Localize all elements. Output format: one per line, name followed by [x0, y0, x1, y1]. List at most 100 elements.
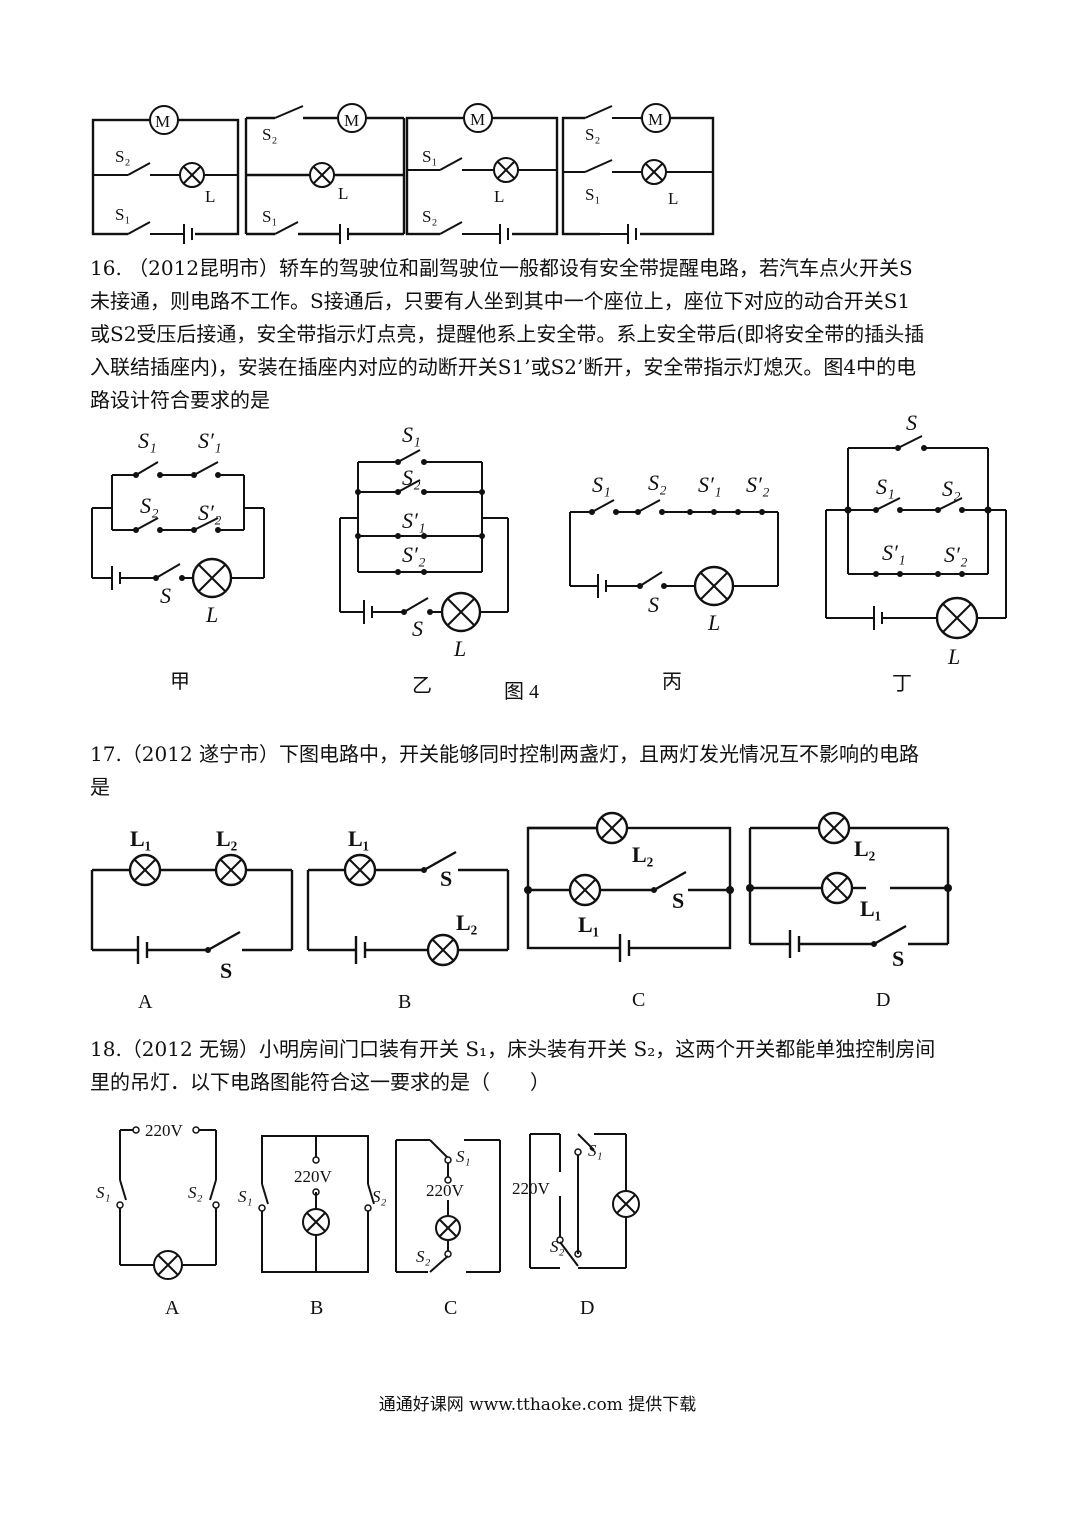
motor-icon	[337, 103, 367, 133]
page-footer: 通通好课网 www.tthaoke.com 提供下载	[378, 1395, 697, 1415]
q17-caption-d: D	[876, 989, 890, 1011]
svg-text:S₁: S₁	[238, 1187, 252, 1206]
q17-caption-c: C	[632, 989, 645, 1011]
svg-text:S₁: S₁	[402, 422, 421, 447]
caption-yi: 乙	[412, 675, 432, 697]
question-16-text: 16. （2012昆明市）轿车的驾驶位和副驾驶位一般都设有安全带提醒电路，若汽车…	[90, 252, 990, 417]
svg-text:L₁: L₁	[860, 896, 881, 921]
svg-text:S: S	[220, 958, 232, 983]
svg-text:S: S	[648, 592, 659, 617]
caption-bing: 丙	[662, 671, 682, 693]
caption-jia: 甲	[170, 671, 190, 693]
svg-text:M: M	[470, 110, 485, 129]
svg-text:M: M	[648, 110, 663, 129]
top-circuit-2: M S₂ L S₁	[244, 103, 406, 244]
q17-line: 是	[90, 775, 110, 799]
q18-caption-b: B	[310, 1297, 323, 1319]
svg-text:S₁: S₁	[138, 428, 157, 453]
svg-text:S₁: S₁	[96, 1183, 110, 1202]
svg-text:S: S	[412, 616, 423, 641]
q17-circuit-b: L₁ S L₂	[306, 826, 510, 967]
svg-text:S₁: S₁	[588, 1141, 602, 1160]
svg-text:S₁: S₁	[585, 185, 600, 204]
svg-text:S₂: S₂	[585, 125, 600, 144]
svg-text:M: M	[344, 111, 359, 130]
q18-circuit-d: 220V S₁ S₂	[512, 1133, 640, 1269]
svg-text:S′₂: S′₂	[198, 500, 222, 525]
motor-label: M	[155, 112, 170, 131]
svg-text:S₂: S₂	[550, 1237, 565, 1256]
svg-text:S₁: S₁	[422, 147, 437, 166]
svg-text:S₁: S₁	[876, 474, 895, 499]
svg-text:L₂: L₂	[854, 836, 876, 861]
svg-text:S: S	[160, 583, 171, 608]
svg-text:L₁: L₁	[130, 826, 151, 851]
q16-line: 未接通，则电路不工作。S接通后，只要有人坐到其中一个座位上，座位下对应的动合开关…	[90, 289, 911, 313]
q18-circuit-b: 220V S₁ S₂	[238, 1135, 387, 1273]
svg-text:L₁: L₁	[348, 826, 369, 851]
svg-text:S₁: S₁	[592, 472, 611, 497]
svg-text:S: S	[892, 946, 904, 971]
svg-text:220V: 220V	[145, 1121, 184, 1140]
svg-text:L₁: L₁	[578, 912, 599, 937]
question-18-text: 18.（2012 无锡）小明房间门口装有开关 S₁，床头装有开关 S₂，这两个开…	[90, 1033, 990, 1099]
svg-text:S₂: S₂	[942, 476, 961, 501]
svg-text:L: L	[707, 610, 720, 635]
svg-text:S: S	[906, 410, 917, 435]
q18-caption-c: C	[444, 1297, 457, 1319]
svg-text:S′₁: S′₁	[882, 540, 905, 565]
svg-text:220V: 220V	[294, 1167, 333, 1186]
svg-text:L: L	[453, 636, 466, 661]
svg-text:S: S	[672, 888, 684, 913]
svg-text:S₂: S₂	[648, 470, 667, 495]
q17-caption-a: A	[138, 991, 153, 1013]
svg-text:S′₁: S′₁	[198, 428, 221, 453]
q17-circuit-c: L₂ L₁ S	[524, 811, 734, 966]
svg-text:S₂: S₂	[402, 465, 421, 490]
svg-text:L: L	[947, 644, 960, 669]
motor-icon	[149, 105, 179, 135]
svg-text:S₂: S₂	[372, 1187, 387, 1206]
svg-text:S′₁: S′₁	[402, 508, 425, 533]
svg-text:L₂: L₂	[456, 910, 478, 935]
svg-text:S₁: S₁	[456, 1147, 470, 1166]
svg-text:L: L	[205, 187, 215, 206]
q18-caption-d: D	[580, 1297, 594, 1319]
q18-line: 18.（2012 无锡）小明房间门口装有开关 S₁，床头装有开关 S₂，这两个开…	[90, 1037, 936, 1061]
svg-text:S: S	[440, 866, 452, 891]
svg-text:L₂: L₂	[216, 826, 238, 851]
svg-text:S₁: S₁	[262, 207, 277, 226]
svg-text:S₂: S₂	[115, 147, 130, 166]
svg-text:220V: 220V	[512, 1179, 551, 1198]
motor-icon	[463, 103, 493, 133]
q17-circuit-a: L₁ L₂ S	[90, 826, 294, 983]
svg-text:S₂: S₂	[188, 1183, 203, 1202]
svg-text:S₁: S₁	[115, 205, 130, 224]
fig4-circuit-yi: S₁ S₂ S′₁ S′₂ S L	[339, 422, 509, 661]
svg-text:S′₂: S′₂	[944, 542, 968, 567]
svg-text:L: L	[668, 189, 678, 208]
question-17-text: 17.（2012 遂宁市）下图电路中，开关能够同时控制两盏灯，且两灯发光情况互不…	[90, 738, 990, 804]
caption-ding: 丁	[892, 673, 912, 695]
top-circuit-4: M S₂ S₁ L	[561, 103, 715, 244]
q17-caption-b: B	[398, 991, 411, 1013]
q18-circuit-a: 220V S₁ S₂	[96, 1121, 220, 1280]
top-circuit-1: M S₂ L S₁	[91, 105, 240, 244]
svg-text:S₂: S₂	[140, 493, 159, 518]
q17-line: 17.（2012 遂宁市）下图电路中，开关能够同时控制两盏灯，且两灯发光情况互不…	[90, 742, 920, 766]
svg-text:L: L	[205, 602, 218, 627]
q18-caption-a: A	[165, 1297, 180, 1319]
svg-text:S₂: S₂	[422, 207, 437, 226]
q16-line: 入联结插座内)，安装在插座内对应的动断开关S1’或S2’断开，安全带指示灯熄灭。…	[90, 355, 917, 379]
figure-4-label: 图 4	[504, 681, 539, 703]
svg-text:L: L	[494, 187, 504, 206]
svg-text:S′₁: S′₁	[698, 472, 721, 497]
q17-circuit-d: L₂ L₁ S	[746, 811, 952, 971]
svg-text:220V: 220V	[426, 1181, 465, 1200]
fig4-circuit-jia: S₁ S′₁ S₂ S′₂ S L	[91, 428, 265, 627]
svg-text:L: L	[338, 184, 348, 203]
svg-text:S′₂: S′₂	[746, 472, 770, 497]
svg-text:S₂: S₂	[262, 125, 277, 144]
motor-icon	[641, 103, 671, 133]
